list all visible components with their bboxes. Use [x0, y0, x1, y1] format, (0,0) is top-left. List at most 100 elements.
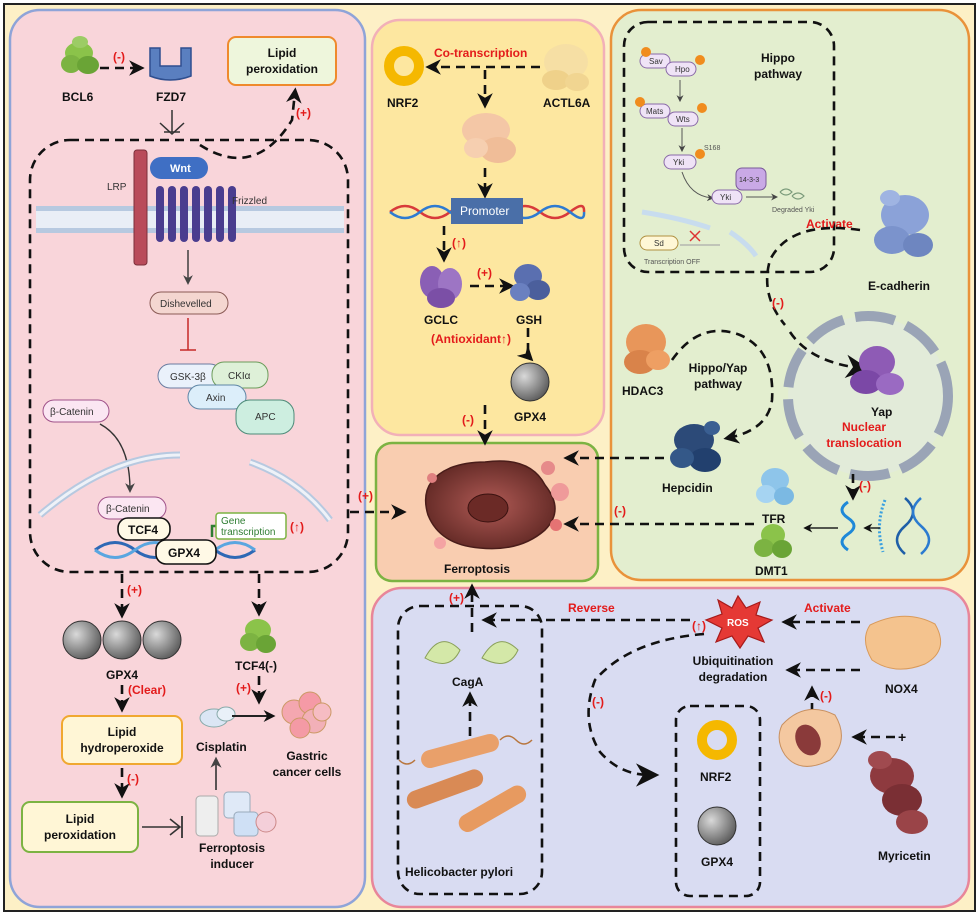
caga-protein-icon [424, 641, 519, 664]
yki-label: Yki [673, 158, 684, 167]
gpx4-top-label: GPX4 [514, 410, 546, 424]
bottom-panel [370, 586, 971, 909]
cisplatin-label: Cisplatin [196, 740, 247, 754]
rna-strand-icon [878, 499, 887, 553]
sd-label: Sd [654, 239, 664, 248]
lipid-peroxidation-bottom-box [21, 801, 139, 853]
degraded-yki-icon [779, 188, 805, 200]
gpx4-top-sphere-icon [510, 362, 550, 402]
lipid-hydroperoxide-box [61, 715, 183, 765]
ros-up-sign: (↑) [692, 619, 706, 633]
tfr-protein-icon [756, 468, 794, 505]
ckia-label: CKIα [228, 371, 251, 382]
mats-wts-complex-icon [635, 97, 707, 127]
nox4-label: NOX4 [885, 682, 918, 696]
gsk3b-label: GSK-3β [170, 372, 206, 383]
nrf2-bottom-label: NRF2 [700, 770, 732, 784]
lrp-receptor-icon [133, 149, 148, 266]
ecadherin-protein-icon [874, 190, 933, 257]
degraded-yki-label: Degraded Yki [772, 207, 815, 214]
gsh-protein-icon [510, 264, 550, 301]
hippo-pathway-box [622, 20, 836, 274]
nucleus-icon [783, 311, 953, 481]
nrf2-gpx4-box [674, 704, 762, 898]
wnt-ligand-icon [150, 157, 208, 179]
14-3-3-icon [735, 167, 767, 191]
wts-label: Wts [676, 115, 690, 124]
gsh-label: GSH [516, 313, 542, 327]
gastric-cancer-cells-icon [281, 691, 332, 739]
actl6a-label: ACTL6A [543, 96, 591, 110]
14-3-3-label: 14-3-3 [739, 177, 759, 184]
bcl6-protein-icon [61, 36, 99, 74]
tcf4-label: TCF4 [128, 523, 158, 537]
apc-label: APC [255, 412, 276, 423]
yap-to-genes-minus: (-) [859, 479, 871, 493]
hdac3-protein-icon [624, 324, 670, 374]
wnt-pathway-box [28, 138, 350, 574]
helicobacter-pylori-label: Helicobacter pylori [405, 865, 513, 879]
beta-catenin-nuc-label: β-Catenin [106, 504, 150, 515]
promoter-box [451, 198, 523, 224]
dna-helix-right-icon [895, 497, 931, 555]
dmt1-protein-icon [754, 524, 792, 558]
tcf4-box [117, 517, 171, 541]
helicobacter-box [396, 604, 544, 896]
nrf2-ring-icon [384, 46, 424, 86]
lipid-peroxidation-plus: (+) [296, 106, 311, 120]
dishevelled-icon [149, 291, 229, 315]
wnt-label: Wnt [170, 163, 191, 175]
sav-hpo-complex-icon [639, 47, 705, 77]
tcf4-minus-label: TCF4(-) [235, 659, 277, 673]
ferroptosis-inducer-icon [195, 791, 277, 837]
tfr-label: TFR [762, 512, 786, 526]
gpx4-bottom-sphere-icon [697, 806, 737, 846]
clear-label: (Clear) [128, 683, 166, 697]
gpx4-label: GPX4 [106, 668, 138, 682]
axin-icon [187, 384, 247, 410]
ros-burst-icon [704, 594, 774, 650]
antioxidant-label: (Antioxidant↑) [431, 332, 511, 346]
myricetin-molecule-icon [868, 751, 928, 834]
wnt-to-ferroptosis-sign: (+) [358, 489, 373, 503]
gpx4-spheres-icon [62, 620, 182, 660]
hpo-label: Hpo [675, 65, 690, 74]
ecadherin-label: E-cadherin [868, 279, 930, 293]
bcl6-label: BCL6 [62, 90, 94, 104]
fzd7-label: FZD7 [156, 90, 186, 104]
hepcidin-protein-icon [670, 421, 721, 472]
mats-label: Mats [646, 107, 663, 116]
myricetin-bound-complex-icon [778, 708, 842, 767]
frizzled-receptor-icon [156, 186, 236, 242]
nox4-activate-label: Activate [804, 601, 851, 615]
sd-icon [639, 235, 679, 251]
gene-transcription-up: (↑) [290, 520, 304, 534]
lrp-label: LRP [107, 182, 127, 193]
caga-to-ferroptosis-sign: (+) [449, 591, 464, 605]
gpx4-increase-sign: (+) [127, 583, 142, 597]
helicobacter-pylori-icon [398, 733, 533, 832]
beta-catenin-cyto-label: β-Catenin [50, 407, 94, 418]
promoter-label: Promoter [460, 204, 509, 218]
frizzled-label: Frizzled [232, 196, 267, 207]
hdac3-label: HDAC3 [622, 384, 664, 398]
yki-icon [663, 154, 697, 170]
lipid-hydroperoxide-minus: (-) [127, 772, 139, 786]
gpx4-gene-label: GPX4 [168, 546, 200, 560]
ecadherin-minus-sign: (-) [772, 296, 784, 310]
ferroptosis-label: Ferroptosis [444, 562, 510, 576]
complex-protein-icon [462, 113, 516, 163]
gene-transcription-box [215, 512, 287, 540]
yki-bound-label: Yki [720, 193, 731, 202]
cisplatin-icon [199, 706, 236, 728]
